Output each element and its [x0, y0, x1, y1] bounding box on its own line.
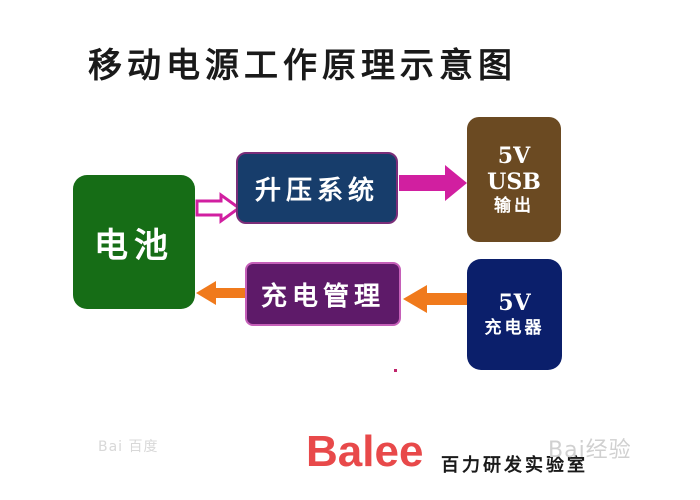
- charger-voltage: 5V: [498, 290, 531, 317]
- battery-node: 电池: [73, 175, 195, 309]
- baidu-jingyan-watermark: Bai经验: [548, 438, 632, 463]
- arrow-battery-to-boost: [195, 192, 242, 224]
- arrow-boost-to-usb: [399, 165, 467, 201]
- charger-node: 5V 充电器: [467, 259, 562, 370]
- balee-lab-name: 百力研发实验室: [441, 455, 588, 476]
- arrow-charge-to-battery: [196, 281, 246, 305]
- usb-output-type: USB: [487, 169, 541, 196]
- usb-output-voltage: 5V: [497, 142, 531, 169]
- charge-management-label: 充电管理: [260, 281, 385, 312]
- usb-output-node: 5V USB 输出: [467, 117, 561, 242]
- stray-dot: [394, 369, 397, 372]
- battery-label: 电池: [94, 225, 174, 266]
- charger-label: 充电器: [484, 317, 545, 338]
- balee-logo: Balee: [306, 427, 424, 476]
- boost-system-label: 升压系统: [254, 175, 379, 206]
- usb-output-label: 输出: [494, 195, 534, 216]
- baidu-watermark-left: Bai 百度: [98, 439, 159, 455]
- arrow-charger-to-charge: [403, 285, 469, 313]
- charge-management-node: 充电管理: [245, 262, 401, 326]
- diagram-title: 移动电源工作原理示意图: [88, 46, 517, 86]
- boost-system-node: 升压系统: [236, 152, 398, 224]
